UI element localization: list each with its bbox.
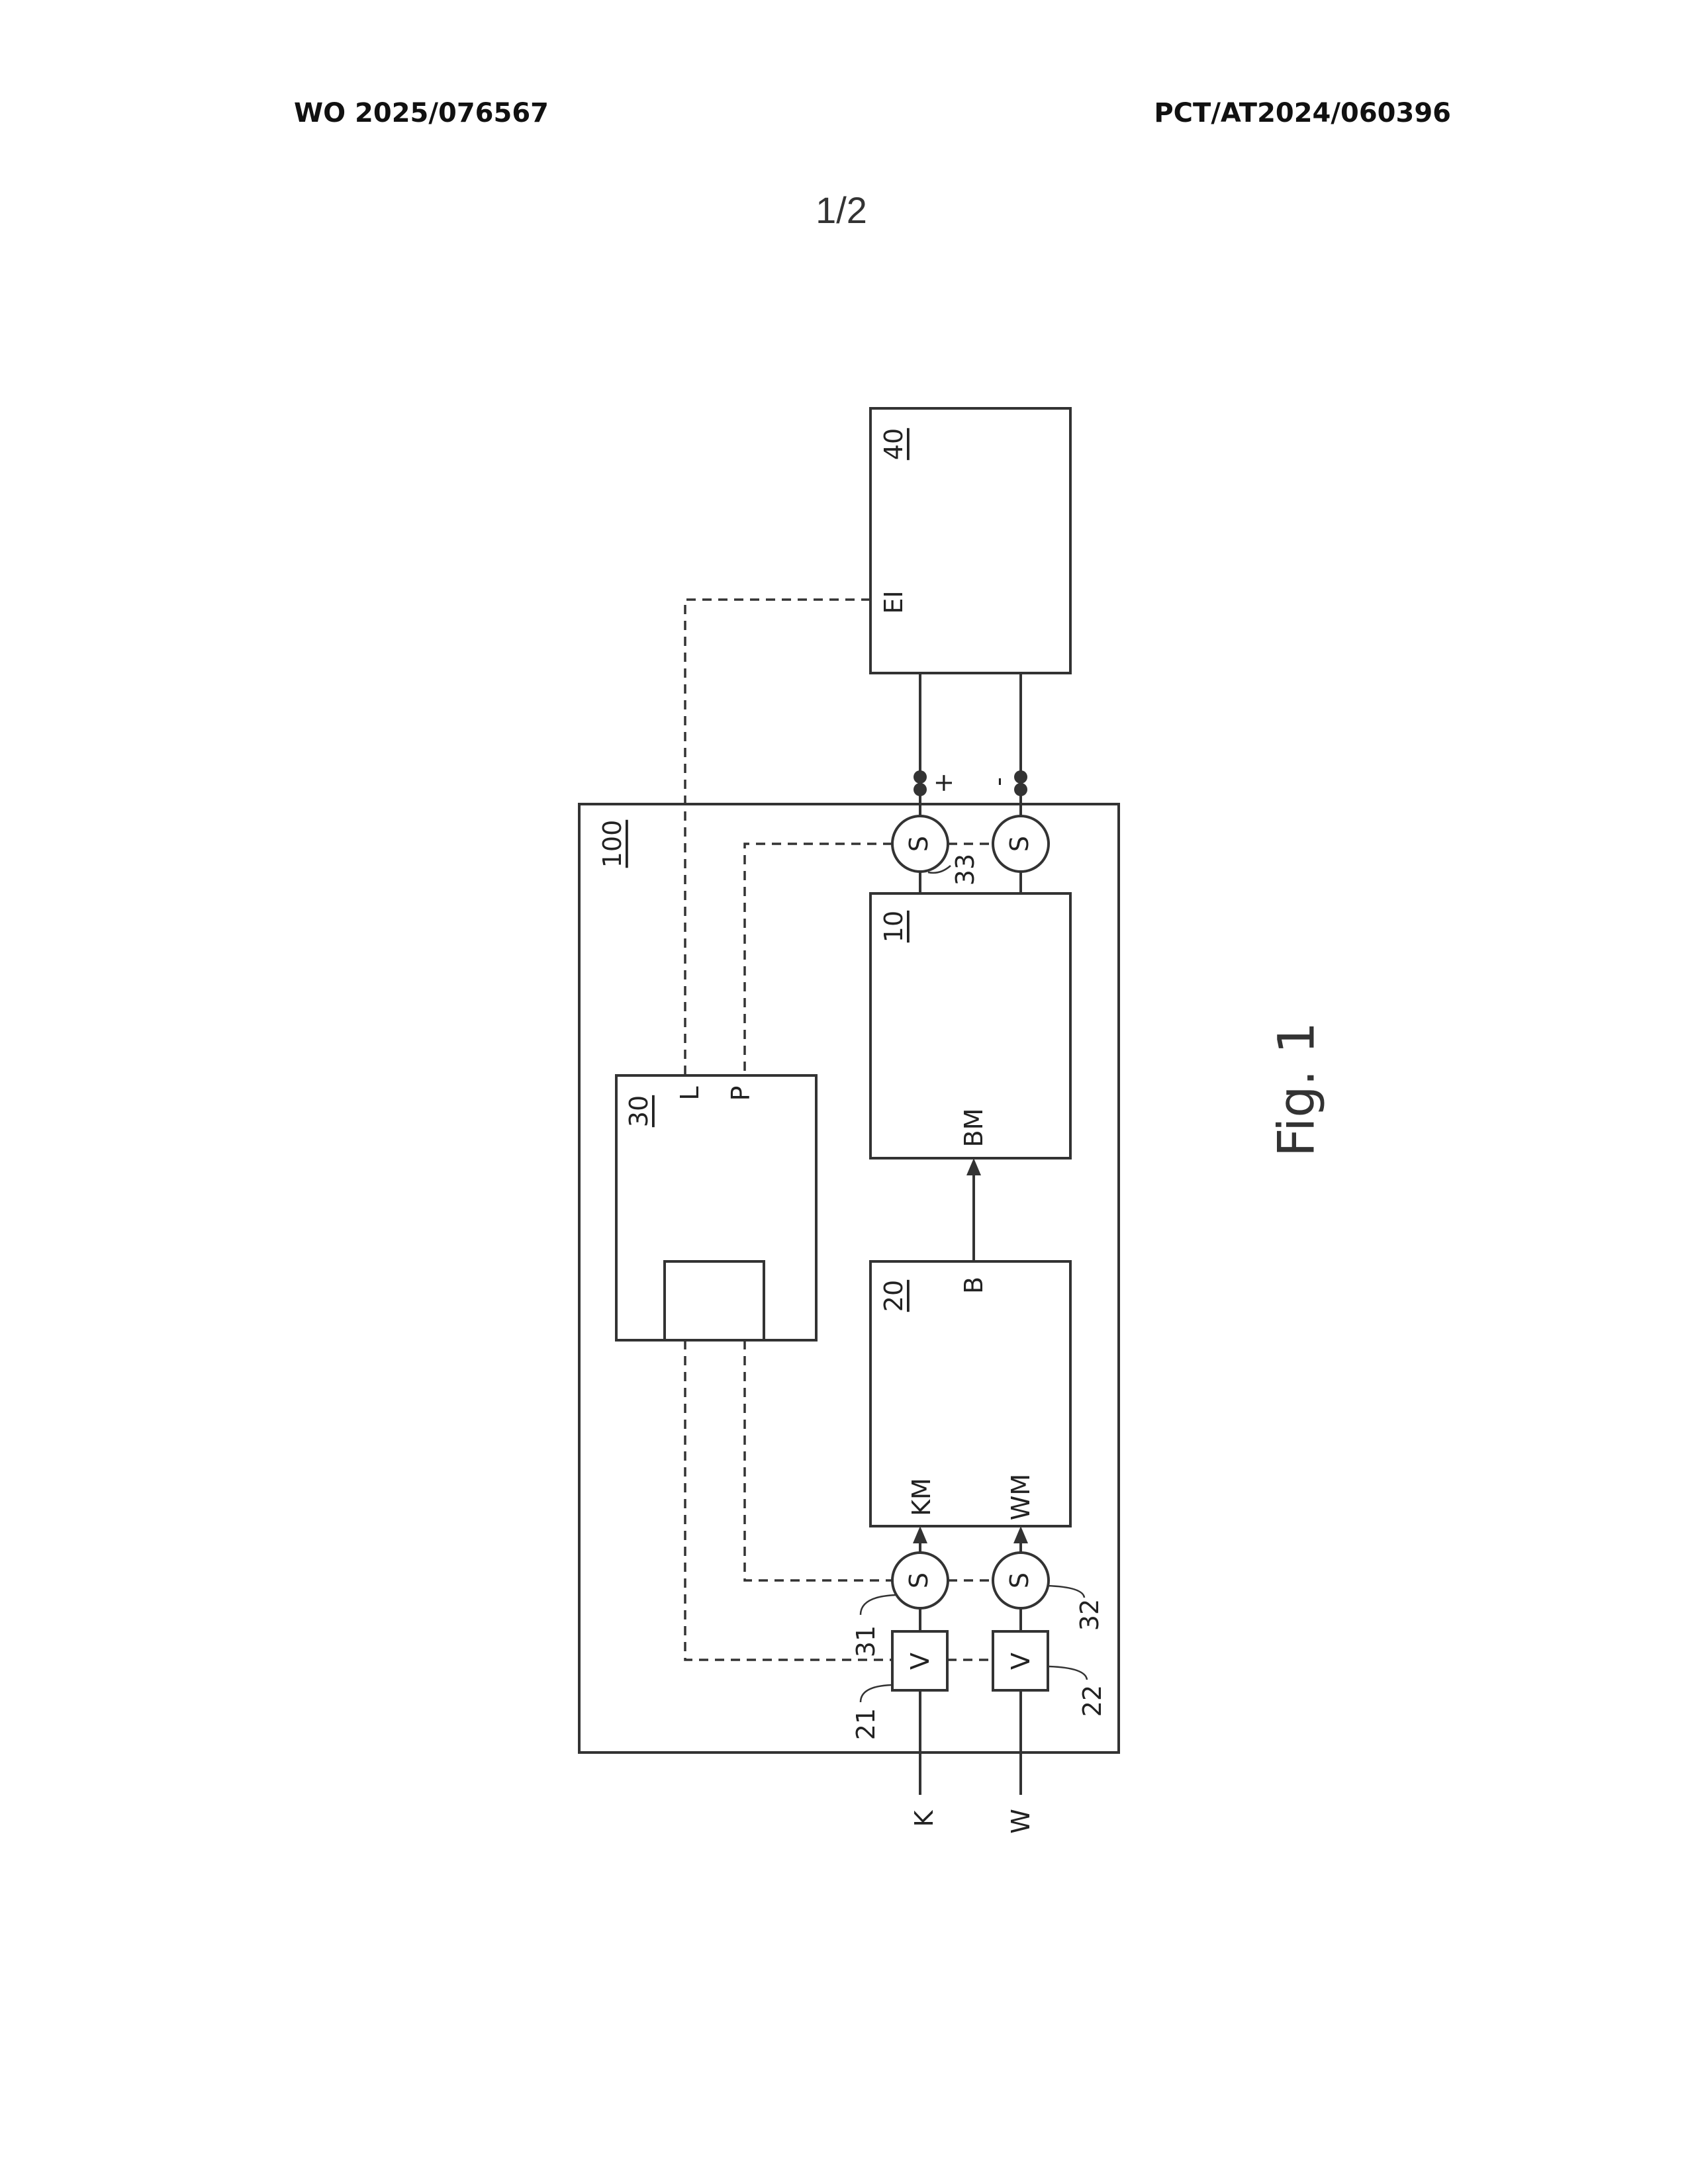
ref-33: 33 [951, 854, 980, 886]
ref-32: 32 [1075, 1599, 1104, 1631]
port-l: L [675, 1086, 704, 1100]
sensor-label: S [904, 1572, 933, 1588]
ref-40: 40 [879, 428, 908, 460]
port-p: P [726, 1086, 755, 1101]
terminal-minus-a [1014, 770, 1027, 784]
input-k: K [910, 1809, 939, 1827]
valve-label: V [1006, 1653, 1035, 1670]
ref-10: 10 [879, 911, 908, 942]
figure-caption: Fig. 1 [1267, 1022, 1326, 1157]
ref-22: 22 [1078, 1685, 1107, 1717]
port-wm: WM [1006, 1474, 1035, 1520]
valve-label: V [906, 1653, 935, 1670]
port-ei: EI [879, 590, 908, 614]
polarity-minus: - [984, 777, 1013, 786]
port-bm: BM [959, 1109, 988, 1148]
ref-100: 100 [598, 820, 627, 868]
block-30-inner-module [665, 1261, 764, 1340]
ref-30: 30 [624, 1095, 653, 1127]
ref-21: 21 [851, 1708, 880, 1740]
input-w: W [1006, 1809, 1035, 1834]
port-km: KM [907, 1478, 936, 1516]
ref-20: 20 [879, 1280, 908, 1312]
sensor-label: S [1005, 836, 1034, 852]
terminal-plus-a [914, 770, 927, 784]
terminal-plus-b [914, 783, 927, 796]
port-b: B [959, 1277, 988, 1294]
ref-31: 31 [851, 1625, 880, 1657]
polarity-plus: + [929, 772, 958, 794]
terminal-minus-b [1014, 783, 1027, 796]
sensor-label: S [904, 836, 933, 852]
sensor-label: S [1005, 1572, 1034, 1588]
